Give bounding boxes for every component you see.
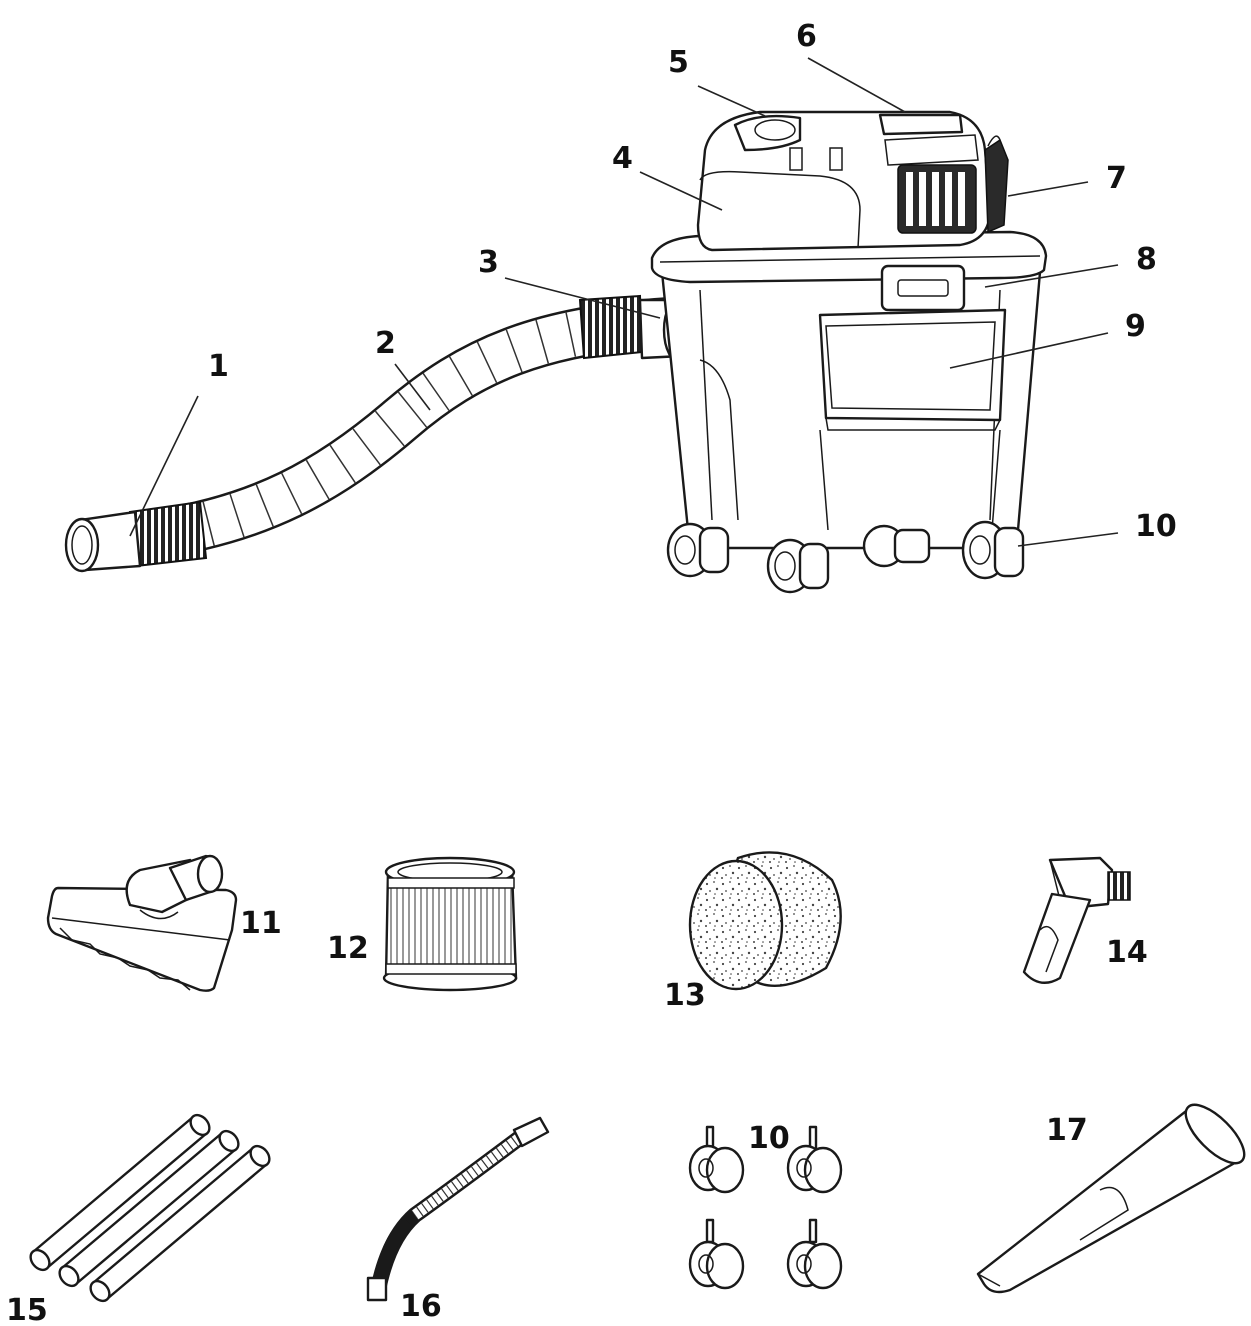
brush-tool xyxy=(1022,856,1131,984)
callout-8: 8 xyxy=(1136,242,1157,277)
callout-5: 5 xyxy=(668,45,689,80)
cord-hook xyxy=(984,135,1009,234)
callout-2: 2 xyxy=(375,326,396,361)
caster-wheel xyxy=(961,520,1025,580)
callout-11: 11 xyxy=(240,906,282,941)
caster-wheel xyxy=(862,524,931,568)
extension-tube xyxy=(29,1113,211,1272)
foam-filter xyxy=(688,851,842,991)
spare-caster xyxy=(786,1125,843,1194)
spare-caster xyxy=(786,1218,843,1290)
callout-10-wheels: 10 xyxy=(1135,509,1177,544)
flexible-hose-accessory xyxy=(366,1116,550,1302)
caster-wheels xyxy=(666,520,1025,594)
lid-latch xyxy=(880,264,966,312)
spare-casters xyxy=(688,1125,843,1290)
callout-3: 3 xyxy=(478,245,499,280)
carry-handle xyxy=(733,114,843,171)
extension-tube xyxy=(89,1144,271,1303)
motor-vent-grille xyxy=(897,164,977,234)
crevice-tool xyxy=(976,1103,1246,1294)
callout-1: 1 xyxy=(208,349,229,384)
callout-6: 6 xyxy=(796,19,817,54)
callout-12: 12 xyxy=(327,931,369,966)
callout-14: 14 xyxy=(1106,935,1148,970)
power-switch xyxy=(878,113,964,136)
floor-nozzle xyxy=(46,854,238,992)
callout-9: 9 xyxy=(1125,309,1146,344)
hose-handle-tube xyxy=(64,510,142,573)
leader-lines xyxy=(129,57,1119,547)
callout-17: 17 xyxy=(1046,1113,1088,1148)
callout-13: 13 xyxy=(664,978,706,1013)
extension-tube xyxy=(58,1129,240,1288)
spare-caster xyxy=(688,1125,745,1194)
callout-4: 4 xyxy=(612,141,633,176)
callout-7: 7 xyxy=(1106,161,1127,196)
callout-15: 15 xyxy=(6,1293,48,1326)
tank xyxy=(660,270,1042,550)
hose xyxy=(146,297,672,560)
callout-16: 16 xyxy=(400,1289,442,1324)
callout-10-casters: 10 xyxy=(748,1121,790,1156)
cartridge-filter xyxy=(382,856,518,992)
spare-caster xyxy=(688,1218,745,1290)
caster-wheel xyxy=(666,522,730,578)
extension-tubes xyxy=(29,1113,271,1303)
caster-wheel xyxy=(766,538,830,594)
callout-labels: 1 2 3 4 5 6 7 8 9 10 11 12 13 14 15 16 1… xyxy=(6,19,1177,1326)
